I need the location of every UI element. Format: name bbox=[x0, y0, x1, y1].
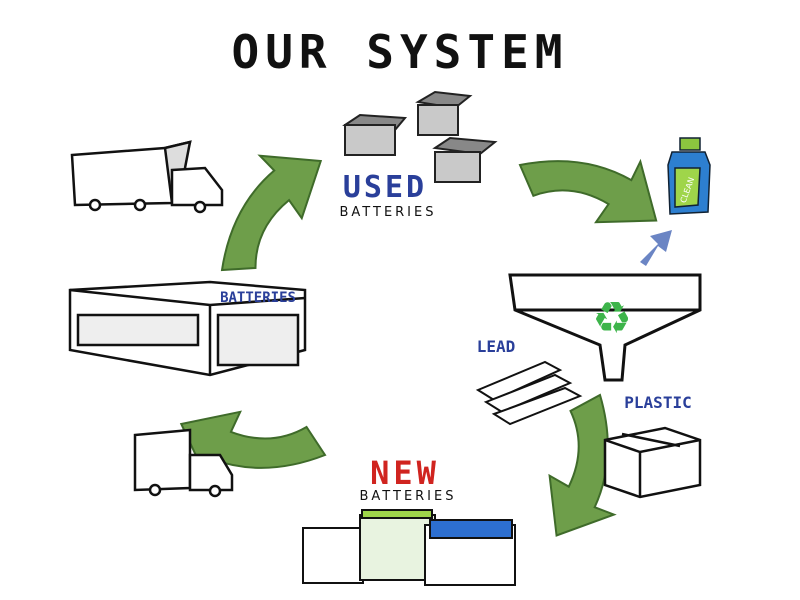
new-batteries-illustration bbox=[302, 509, 516, 586]
new-label: NEW bbox=[370, 454, 440, 492]
used-batteries-label: BATTERIES bbox=[339, 205, 436, 220]
detergent-jug bbox=[667, 137, 711, 215]
used-batteries-illustration bbox=[342, 90, 498, 183]
plastic-label: PLASTIC bbox=[624, 393, 691, 412]
arrow-used-to-funnel bbox=[509, 102, 680, 268]
blue-arrow bbox=[640, 230, 672, 266]
store-sign: BATTERIES bbox=[220, 290, 296, 306]
plastic-box bbox=[603, 426, 702, 499]
used-label: USED bbox=[343, 170, 427, 205]
page-title: OUR SYSTEM bbox=[232, 25, 569, 79]
recycling-funnel bbox=[508, 273, 702, 382]
new-batteries-label: BATTERIES bbox=[359, 489, 456, 504]
delivery-truck-small bbox=[133, 428, 234, 498]
delivery-truck-large bbox=[70, 140, 224, 214]
lead-bars bbox=[475, 360, 583, 426]
recycle-icon: ♻ bbox=[592, 293, 631, 344]
arrow-store-to-used bbox=[181, 129, 352, 284]
lead-label: LEAD bbox=[477, 337, 516, 356]
battery-store-building bbox=[68, 280, 307, 377]
